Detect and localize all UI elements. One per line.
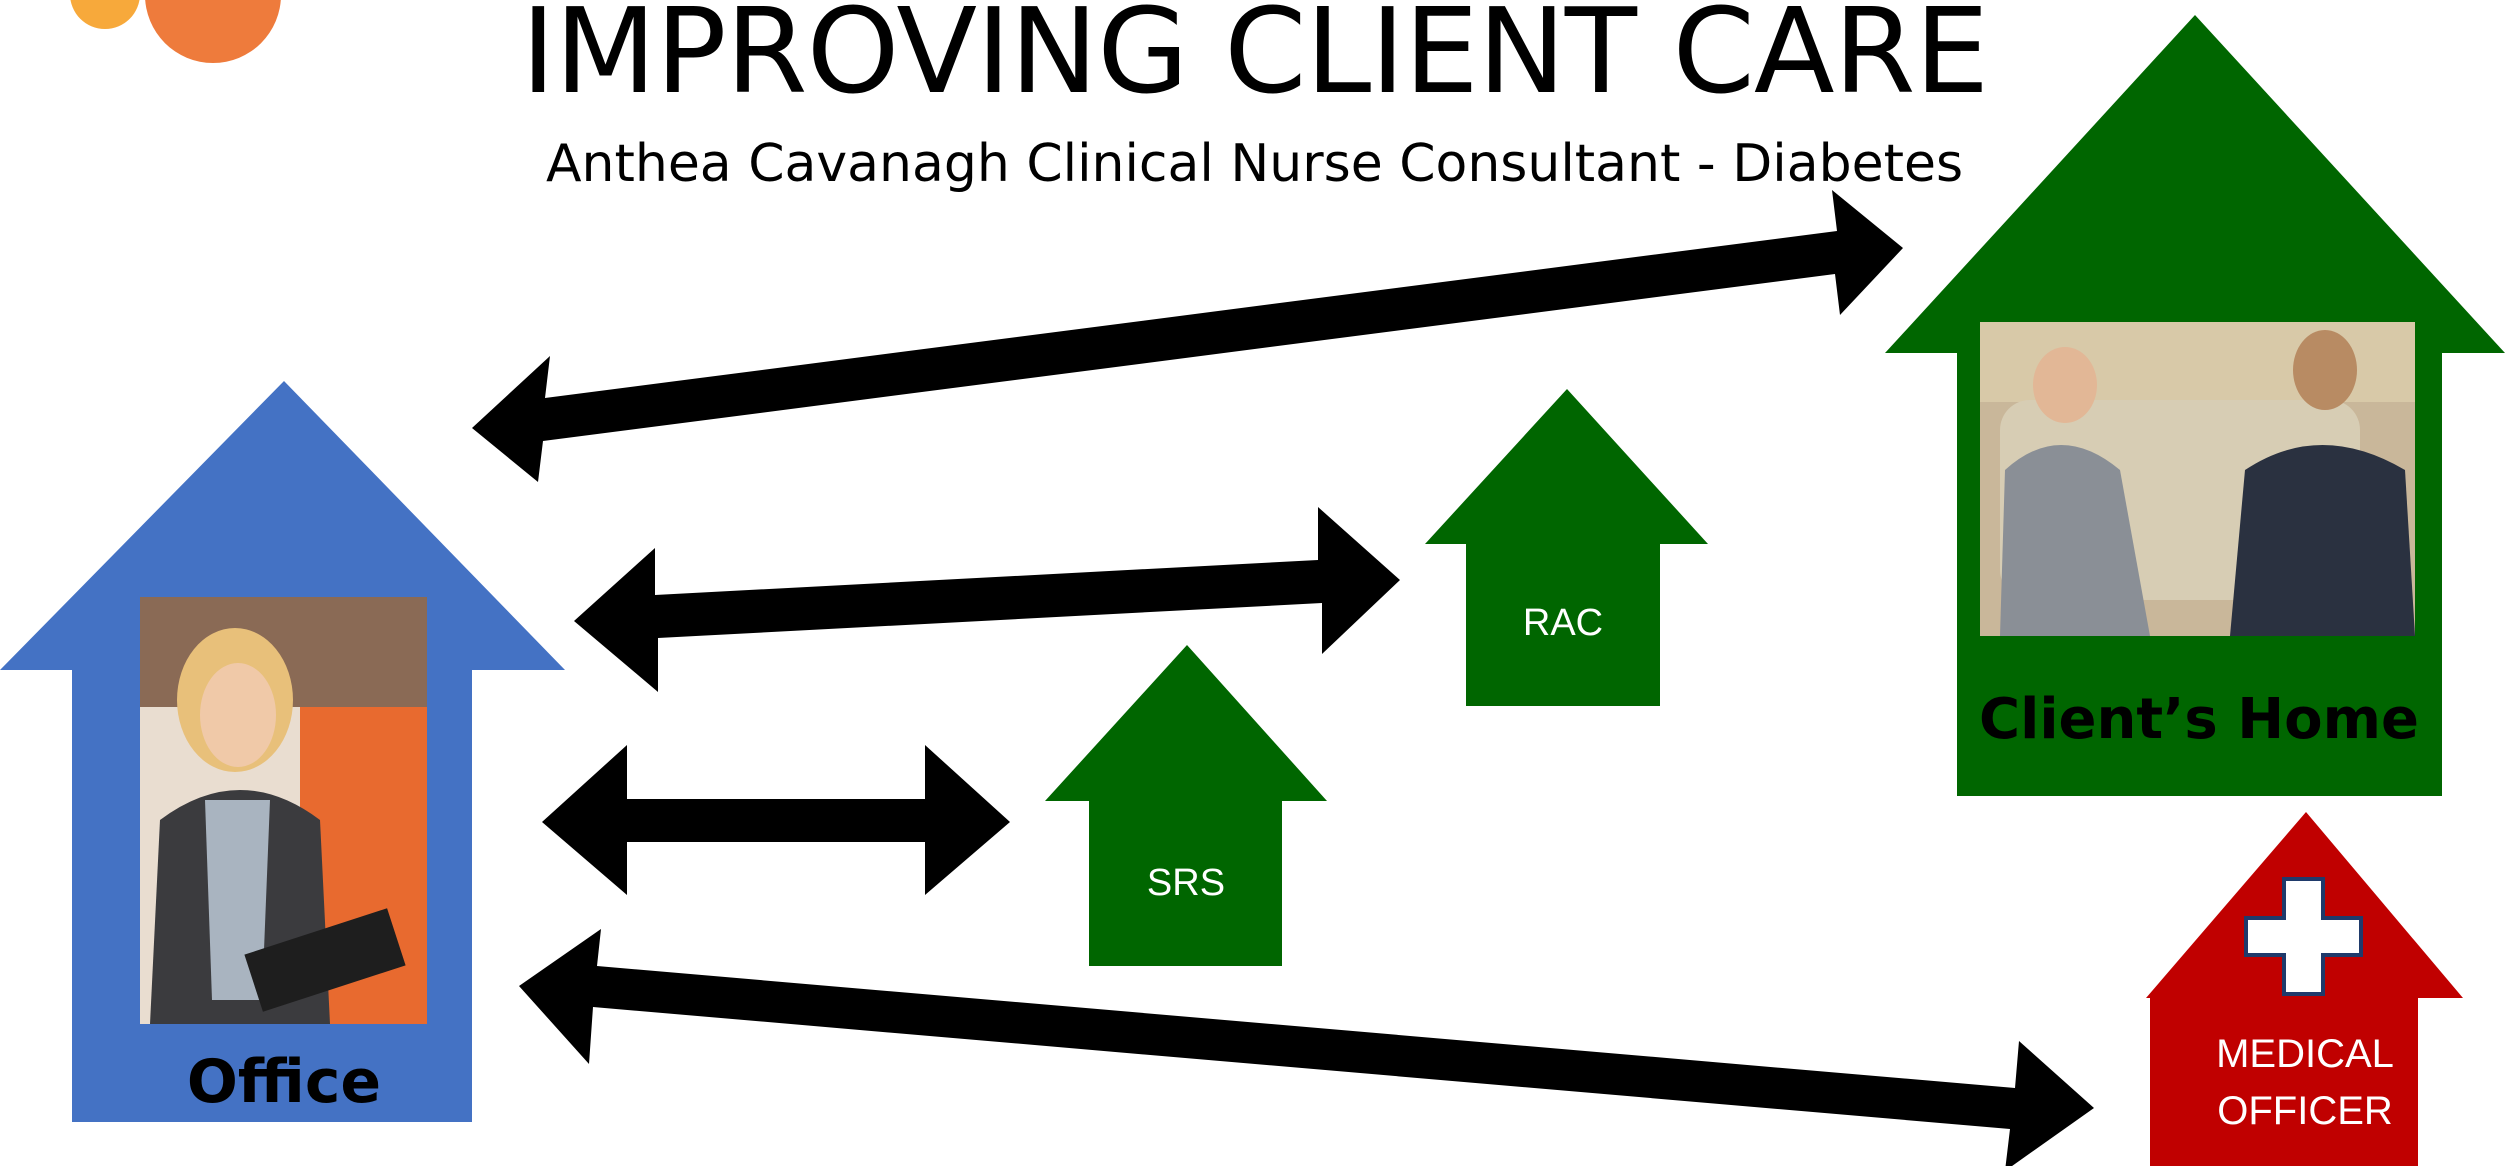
clients-home-label: Client’s Home: [1979, 687, 2419, 752]
arrow-office-srs: [542, 745, 1010, 895]
arrow-office-medical-officer: [519, 929, 2094, 1166]
medical-officer-house: MEDICAL OFFICER: [2146, 812, 2463, 1166]
srs-house-shape: [1045, 645, 1327, 966]
clients-home-photo-woman-body: [2000, 445, 2150, 636]
medical-officer-label-line1: MEDICAL: [2216, 1032, 2394, 1076]
rac-house-shape: [1425, 389, 1708, 706]
srs-label: SRS: [1147, 862, 1225, 904]
logo-circle-orange: [145, 0, 281, 63]
rac-house: RAC: [1425, 389, 1708, 706]
clients-home-photo-woman-head: [2033, 347, 2097, 423]
clients-home-house: Client’s Home: [1885, 15, 2505, 796]
organisation-logo-icon: [70, 0, 281, 63]
office-photo-shirt: [205, 800, 270, 1000]
rac-label: RAC: [1523, 602, 1603, 644]
plus-cross-icon: [2244, 877, 2363, 996]
srs-house: SRS: [1045, 645, 1327, 966]
office-label: Office: [187, 1047, 381, 1117]
clients-home-photo-man-body: [2230, 445, 2415, 636]
arrow-office-rac: [574, 507, 1400, 692]
office-photo-face: [200, 663, 276, 767]
arrow-office-clients-home: [472, 190, 1903, 482]
office-photo: [140, 597, 427, 1024]
office-photo-laptop: [244, 908, 406, 1012]
logo-circle-yellow: [70, 0, 140, 29]
slide-subtitle: Anthea Cavanagh Clinical Nurse Consultan…: [545, 134, 1964, 194]
slide-title: IMPROVING CLIENT CARE: [520, 0, 1989, 120]
medical-officer-label-line2: OFFICER: [2217, 1089, 2393, 1133]
office-house: Office: [0, 381, 565, 1122]
clients-home-photo: [1980, 322, 2415, 636]
clients-home-photo-man-head: [2293, 330, 2357, 410]
